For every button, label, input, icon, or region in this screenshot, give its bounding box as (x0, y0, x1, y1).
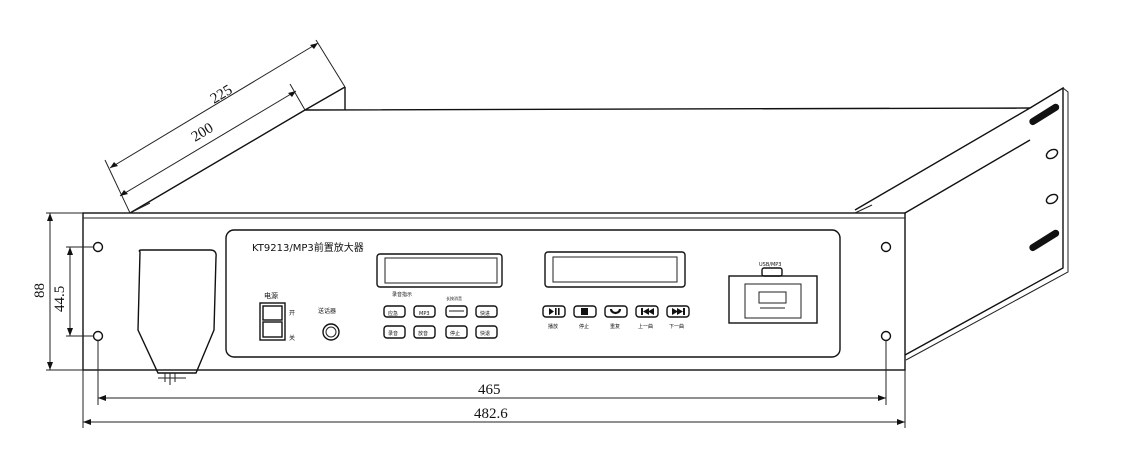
transport-play-button[interactable] (542, 305, 566, 318)
display-2-frame (544, 251, 686, 288)
usb-port[interactable] (761, 267, 783, 277)
stop-icon (581, 308, 588, 315)
btn-emergency-label: 应急 (388, 310, 398, 317)
button-stop-tape[interactable] (445, 325, 468, 339)
transport-label-stop: 停止 (579, 323, 589, 330)
repeat-icon (609, 308, 622, 315)
usb-module-frame (728, 275, 818, 324)
display-1-label: 录音指示 (392, 291, 412, 298)
bracket-hole-2 (1045, 193, 1059, 205)
dim-depth-outer: 225 (208, 82, 236, 107)
btn-record-label: 录音 (388, 330, 398, 337)
bracket-slot-top (1029, 103, 1060, 126)
button-play-tape[interactable] (413, 325, 436, 339)
dim-depth-inner: 200 (189, 120, 217, 145)
usb-module (728, 267, 818, 324)
transport-label-prev: 上一曲 (638, 323, 653, 330)
dim-height-holes: 44.5 (52, 286, 68, 312)
transport-repeat-button[interactable] (604, 305, 628, 318)
chassis-body (129, 86, 1069, 361)
button-mp3[interactable] (413, 305, 436, 318)
btn-mp3-label: MP3 (419, 311, 430, 317)
display-1-screen (384, 257, 498, 284)
mic-jack[interactable] (322, 323, 340, 341)
btn-stoptape-label: 停止 (450, 330, 460, 337)
transport-label-repeat: 重复 (610, 323, 620, 330)
button-record[interactable] (383, 325, 406, 339)
transport-buttons (542, 305, 690, 318)
transport-label-next: 下一曲 (669, 323, 684, 330)
previous-icon (641, 308, 654, 315)
dimension-lines (46, 39, 906, 428)
btn-ff-label: 快进 (480, 310, 490, 317)
transport-stop-button[interactable] (573, 305, 597, 318)
power-switch[interactable] (259, 302, 286, 341)
button-rewind[interactable] (475, 325, 498, 339)
transport-prev-button[interactable] (635, 305, 659, 318)
microphone-body (137, 249, 217, 374)
rack-hole-br (880, 330, 892, 342)
bracket-slot-bottom (1029, 229, 1060, 252)
usb-slot[interactable] (758, 291, 787, 304)
next-icon (672, 308, 685, 315)
bracket-hole-1 (1045, 148, 1059, 160)
dim-width-total: 482.6 (474, 406, 508, 422)
model-title: KT9213/MP3前置放大器 (252, 241, 364, 254)
power-on-label: 开 (289, 310, 295, 317)
dim-height-total: 88 (32, 283, 48, 298)
front-panel (82, 202, 906, 385)
rack-hole-bl (92, 330, 104, 342)
power-label: 电源 (264, 291, 278, 300)
display-1-frame (376, 253, 503, 288)
power-off-label: 关 (289, 334, 295, 342)
inner-panel (225, 229, 841, 358)
play-pause-icon (549, 308, 554, 315)
transport-label-play: 播放 (548, 323, 558, 330)
button-emergency[interactable] (383, 305, 406, 318)
button-fast-forward[interactable] (475, 305, 498, 318)
btn-playtape-label: 放音 (418, 330, 428, 337)
button-mute[interactable] (445, 305, 468, 318)
transport-next-button[interactable] (666, 305, 690, 318)
mic-label: 送话器 (318, 307, 336, 315)
long-press-label: 长按消音 (446, 295, 462, 301)
rack-hole-tr (880, 241, 892, 253)
rack-hole-tl (92, 241, 104, 253)
usb-module-inner (744, 283, 802, 319)
mic-jack-inner (325, 326, 337, 338)
dim-width-holes: 465 (478, 382, 501, 398)
btn-rewind-label: 快退 (480, 330, 490, 337)
display-2-screen (552, 256, 678, 283)
usb-label: USB/MP3 (759, 262, 781, 268)
